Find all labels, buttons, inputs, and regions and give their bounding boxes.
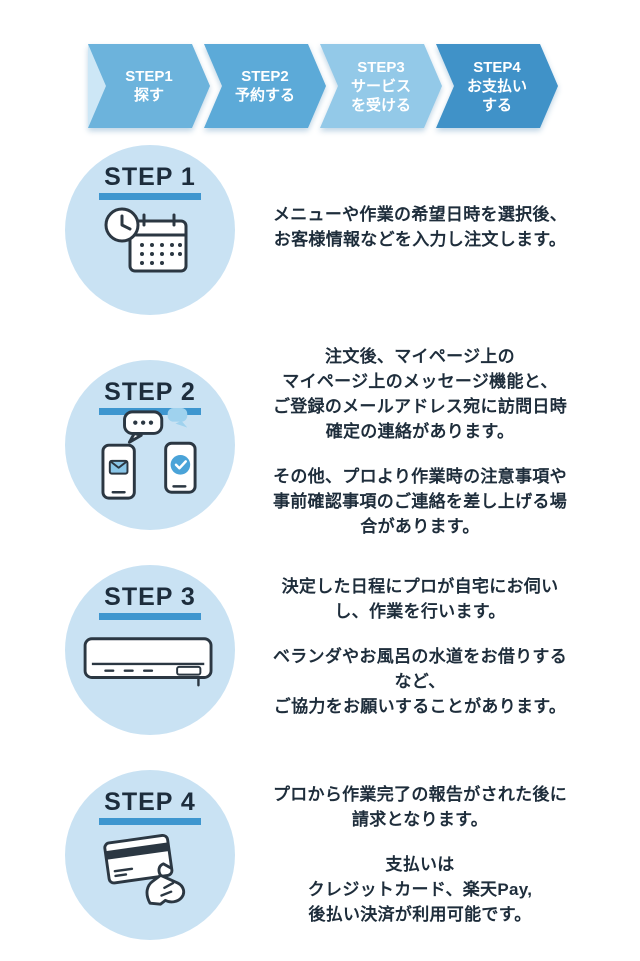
text-line: 事前確認事項のご連絡を差し上げる場 (272, 492, 568, 511)
text-line: など、 (394, 672, 446, 691)
step4-circle: STEP 4 (65, 770, 235, 940)
stepper-step-1: STEP1 探す (88, 44, 210, 128)
stepper-step-4-label: STEP4 お支払い する (466, 58, 527, 114)
stepper-step-4: STEP4 お支払い する (436, 44, 558, 128)
step4-description: プロから作業完了の報告がされた後に 請求となります。 支払いは クレジットカード… (250, 782, 590, 927)
text-line: 後払い決済が利用可能です。 (308, 905, 532, 924)
paragraph: プロから作業完了の報告がされた後に 請求となります。 (250, 782, 590, 832)
paragraph: メニューや作業の希望日時を選択後、 お客様情報などを入力し注文します。 (250, 202, 590, 252)
text-line: 合があります。 (360, 517, 480, 536)
text-line: プロから作業完了の報告がされた後に (272, 785, 568, 804)
paragraph: 注文後、マイページ上の マイページ上のメッセージ機能と、 ご登録のメールアドレス… (250, 344, 590, 444)
text-line: 支払いは (385, 855, 455, 874)
text-line: お客様情報などを入力し注文します。 (273, 230, 567, 249)
text-line: 注文後、マイページ上の (325, 347, 515, 366)
stepper-step-2: STEP2 予約する (204, 44, 326, 128)
text-line: マイページ上のメッセージ機能と、 (282, 372, 558, 391)
text-line: 請求となります。 (351, 810, 489, 829)
step1-badge: STEP 1 (65, 163, 235, 200)
text-line: 決定した日程にプロが自宅にお伺い (281, 577, 559, 596)
calendar-clock-icon (104, 207, 188, 273)
step3-description: 決定した日程にプロが自宅にお伺い し、作業を行います。 ベランダやお風呂の水道を… (250, 574, 590, 719)
text-line: ご登録のメールアドレス宛に訪問日時 (272, 397, 568, 416)
step3-circle: STEP 3 (65, 565, 235, 735)
step4-badge: STEP 4 (65, 788, 235, 825)
air-conditioner-icon (83, 637, 213, 687)
stepper-step-1-label: STEP1 探す (125, 68, 173, 104)
paragraph: その他、プロより作業時の注意事項や 事前確認事項のご連絡を差し上げる場 合があり… (250, 464, 590, 539)
step3-badge: STEP 3 (65, 583, 235, 620)
step2-circle: STEP 2 (65, 360, 235, 530)
step1-description: メニューや作業の希望日時を選択後、 お客様情報などを入力し注文します。 (250, 202, 590, 252)
paragraph: ベランダやお風呂の水道をお借りする など、 ご協力をお願いすることがあります。 (250, 644, 590, 719)
text-line: ご協力をお願いすることがあります。 (273, 697, 567, 716)
stepper-step-3: STEP3 サービス を受ける (320, 44, 442, 128)
process-stepper: STEP1 探す STEP2 予約する STEP3 サービス を受ける STEP… (88, 44, 560, 128)
stepper-step-3-label: STEP3 サービス を受ける (350, 58, 411, 114)
text-line: ベランダやお風呂の水道をお借りする (272, 647, 568, 666)
paragraph: 決定した日程にプロが自宅にお伺い し、作業を行います。 (250, 574, 590, 624)
text-line: クレジットカード、楽天Pay, (307, 880, 533, 899)
text-line: メニューや作業の希望日時を選択後、 (272, 205, 568, 224)
step2-badge: STEP 2 (65, 378, 235, 415)
paragraph: 支払いは クレジットカード、楽天Pay, 後払い決済が利用可能です。 (250, 852, 590, 927)
stepper-step-2-label: STEP2 予約する (234, 68, 295, 104)
text-line: 確定の連絡があります。 (325, 422, 515, 441)
text-line: その他、プロより作業時の注意事項や (273, 467, 567, 486)
step1-circle: STEP 1 (65, 145, 235, 315)
step2-description: 注文後、マイページ上の マイページ上のメッセージ機能と、 ご登録のメールアドレス… (250, 344, 590, 539)
credit-card-hand-icon (103, 833, 186, 906)
text-line: し、作業を行います。 (334, 602, 506, 621)
phones-chat-icon (101, 407, 197, 500)
